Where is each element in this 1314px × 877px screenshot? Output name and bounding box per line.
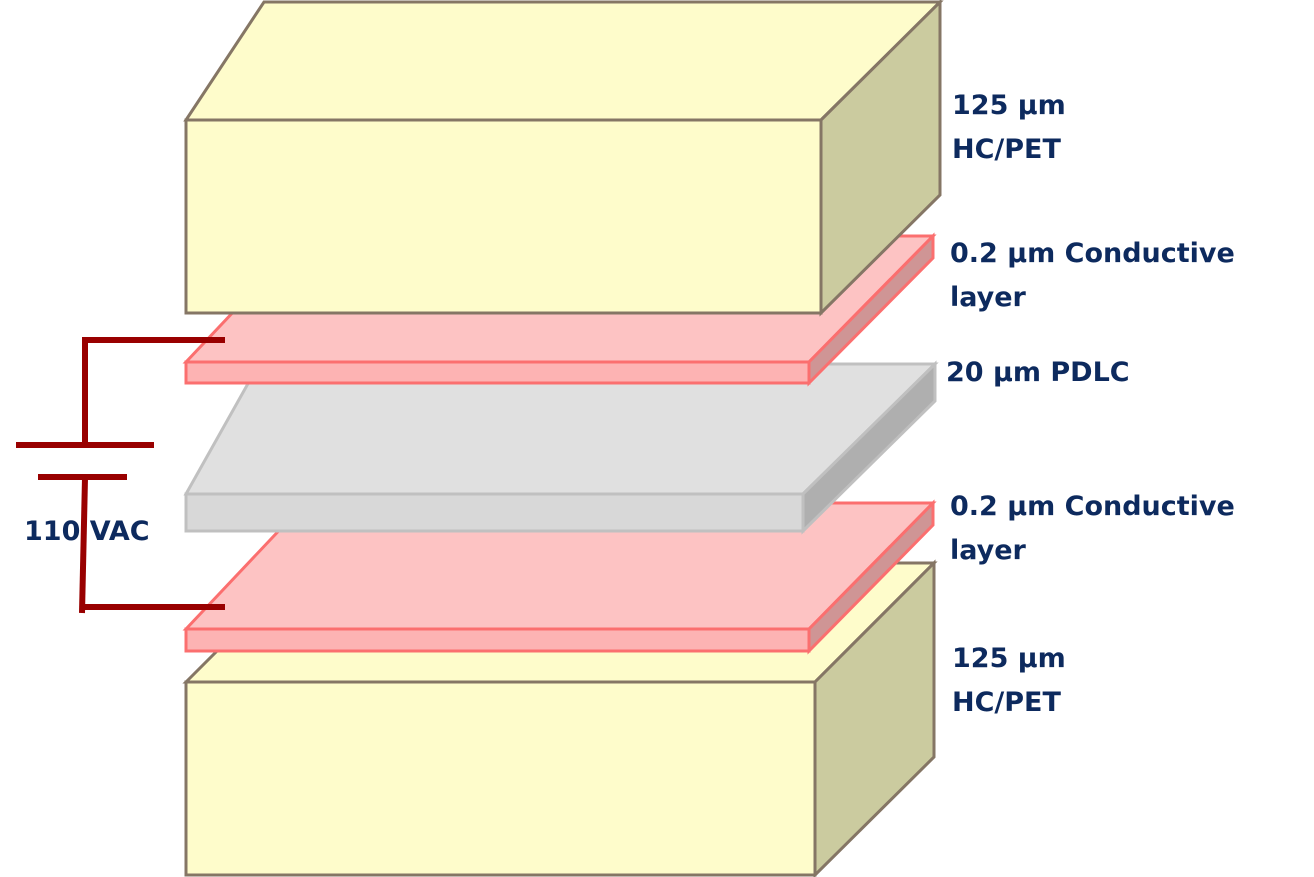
top-conductive-front-face <box>184 360 811 385</box>
top-pet-block <box>183 0 944 317</box>
pdlc-front-face <box>184 492 805 533</box>
pdlc-layer <box>183 360 939 535</box>
layer-labels: 125 µm HC/PET 0.2 µm Conductive layer 20… <box>946 90 1235 718</box>
bottom-pet-label-line2: HC/PET <box>952 687 1062 718</box>
top-conductive-label-line1: 0.2 µm Conductive <box>950 238 1235 269</box>
top-wire <box>82 337 225 444</box>
pdlc-label: 20 µm PDLC <box>946 357 1130 388</box>
top-pet-label-line1: 125 µm <box>952 90 1066 121</box>
top-pet-label-line2: HC/PET <box>952 134 1062 165</box>
voltage-label: 110 VAC <box>24 516 150 547</box>
bottom-pet-front-face <box>184 680 817 877</box>
top-pet-top-face <box>183 0 944 122</box>
bottom-wire <box>79 477 88 614</box>
circuit <box>16 337 225 614</box>
bottom-conductive-label-line2: layer <box>950 535 1027 566</box>
top-conductive-label-line2: layer <box>950 282 1027 313</box>
bottom-pet-label-line1: 125 µm <box>952 643 1066 674</box>
top-pet-front-face <box>184 118 823 315</box>
bottom-conductive-layer <box>182 499 937 655</box>
bottom-conductive-front-face <box>184 627 811 653</box>
bottom-conductive-label-line1: 0.2 µm Conductive <box>950 491 1235 522</box>
